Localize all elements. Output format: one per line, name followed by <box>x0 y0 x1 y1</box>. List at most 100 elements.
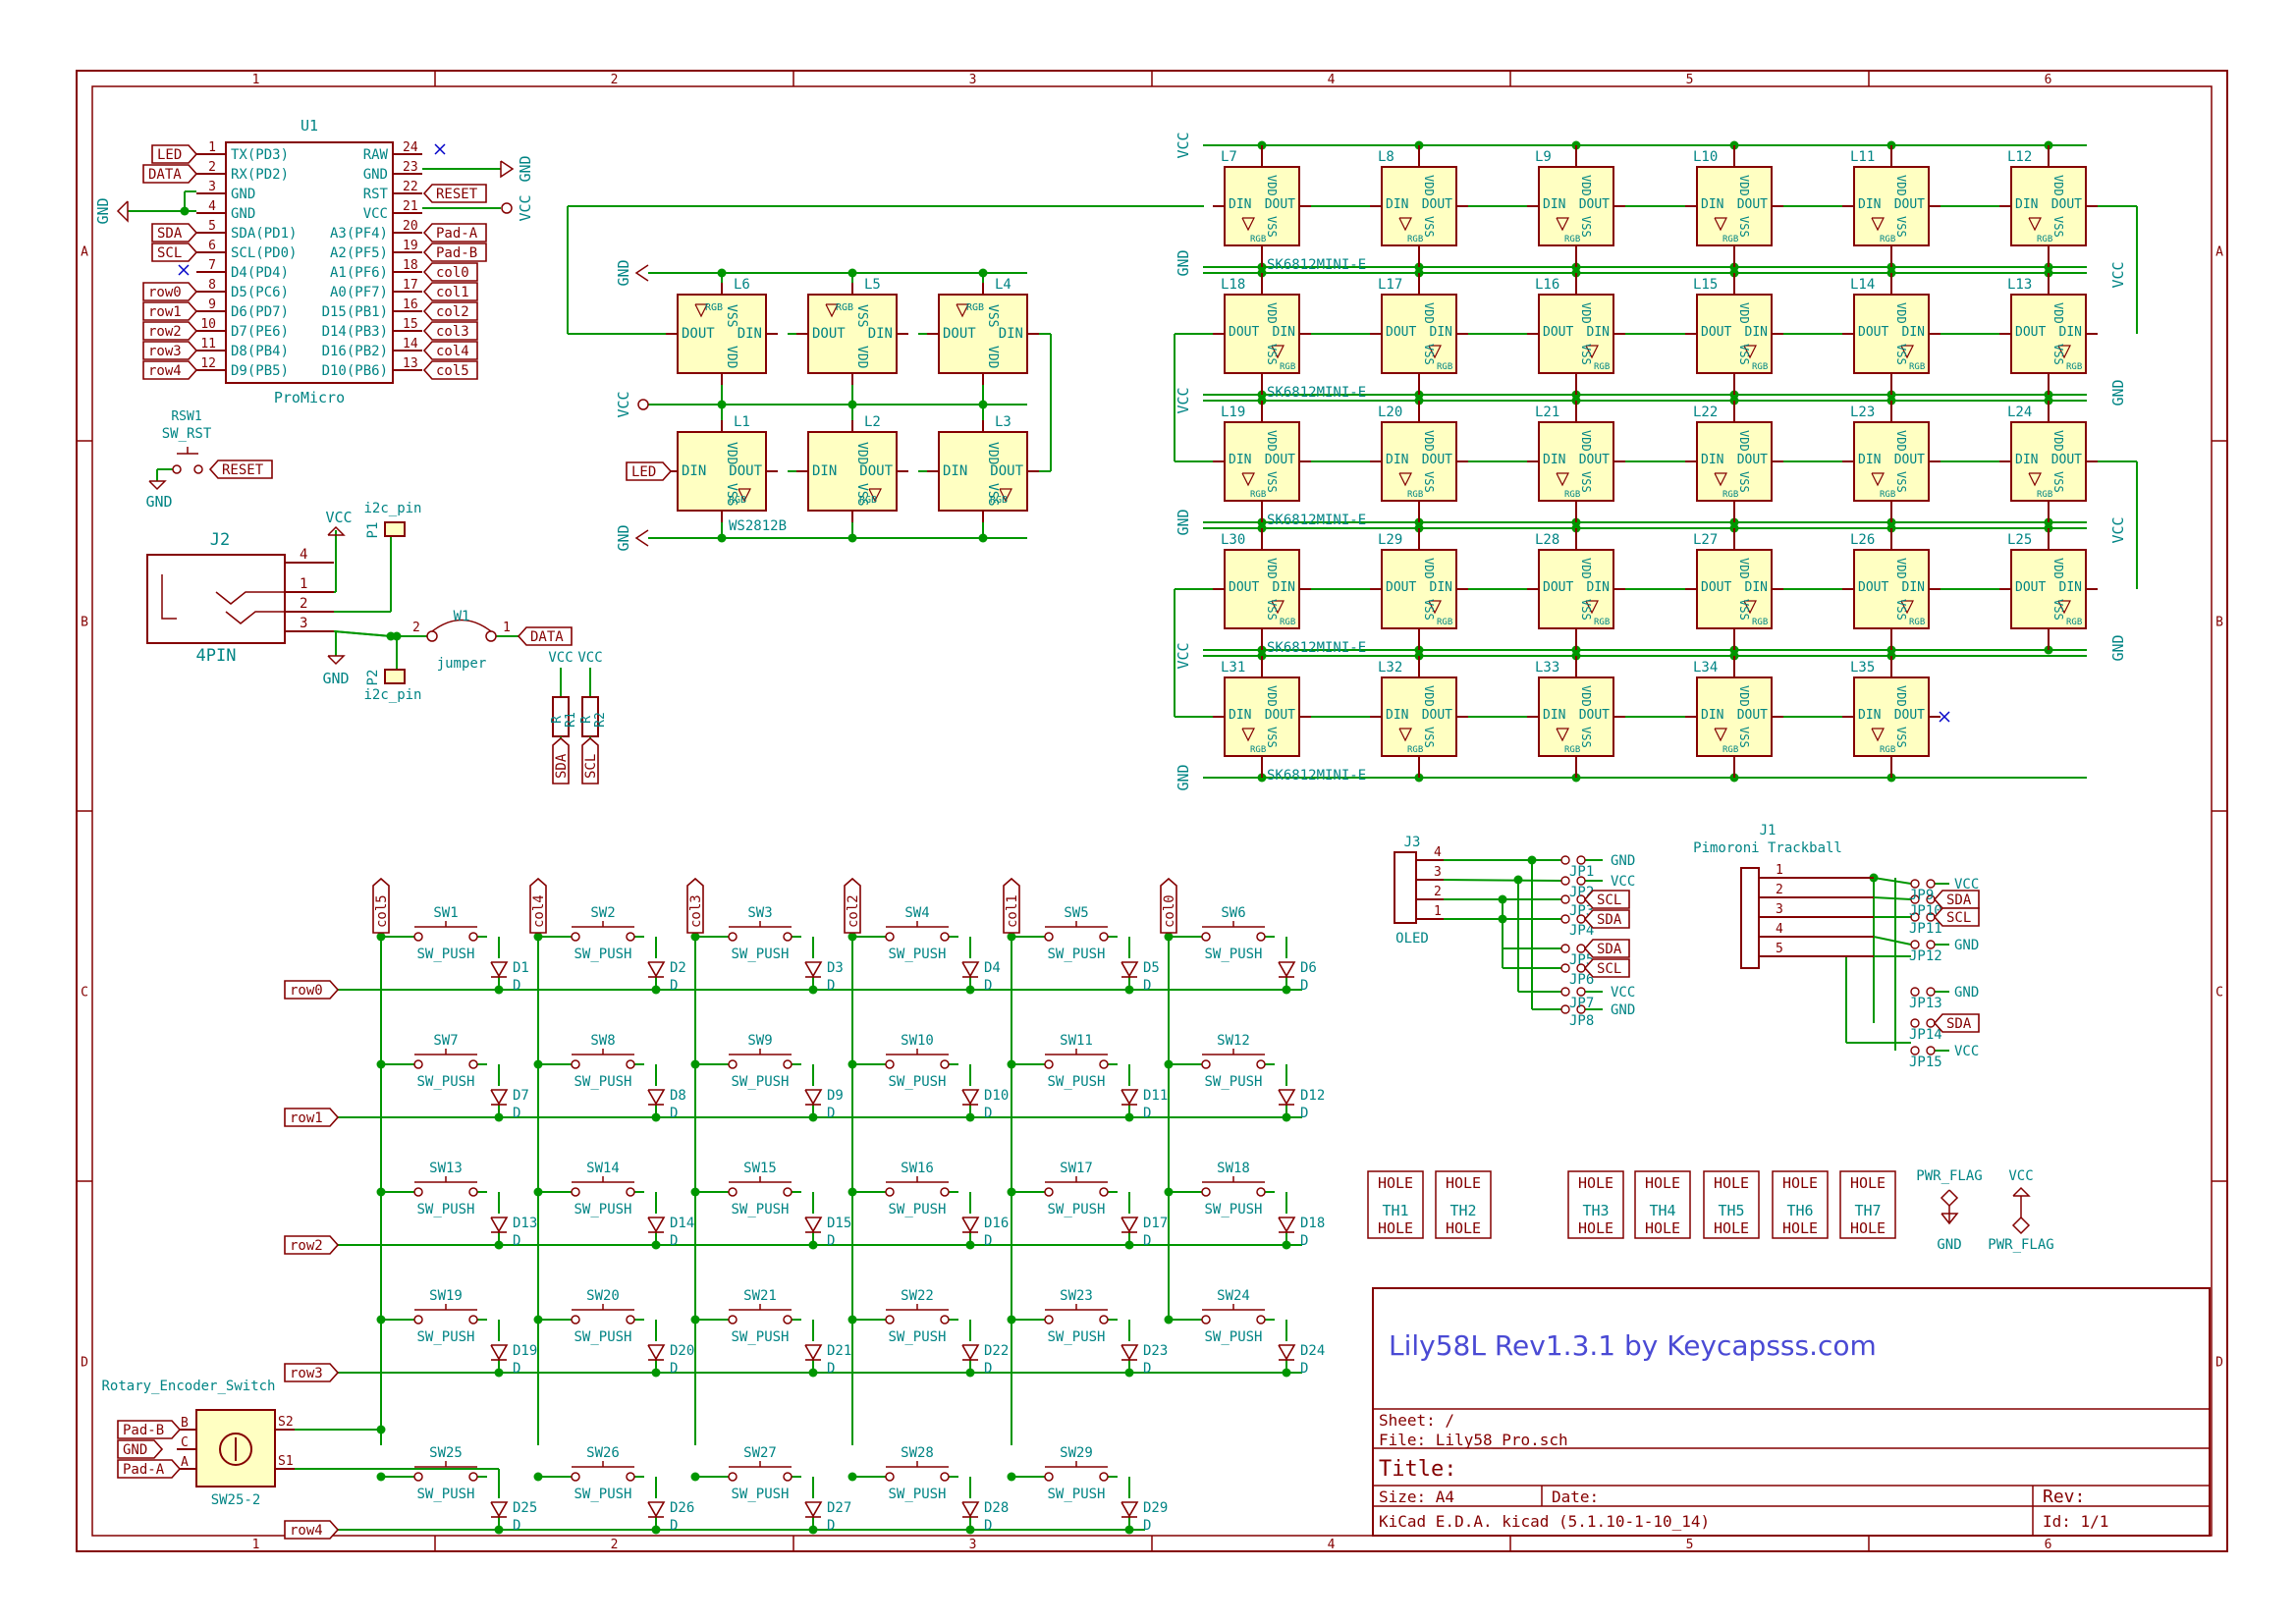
trackball-value: Pimoroni Trackball <box>1693 840 1842 856</box>
led-pin-name: DOUT <box>1858 325 1888 340</box>
border-column-label: 5 <box>1686 73 1694 87</box>
title-tool: KiCad E.D.A. kicad (5.1.10-1-10_14) <box>1379 1512 1710 1531</box>
sk-led-body <box>1381 166 1457 246</box>
switch-contact <box>468 932 478 942</box>
title-block-frame <box>1372 1287 2211 1537</box>
switch-contact <box>1099 932 1109 942</box>
encoder-pin-name: C <box>181 1435 189 1450</box>
switch-contact <box>468 1472 478 1482</box>
matrix-col-col5 <box>372 877 390 934</box>
diode-ref: D27 <box>827 1500 851 1516</box>
switch-contact <box>1256 1315 1266 1325</box>
switch-contact <box>626 1059 635 1069</box>
led-pin-name: DOUT <box>1422 453 1452 467</box>
encoder-pin-name: S2 <box>278 1415 294 1430</box>
led-pin-name: VDD <box>724 442 738 465</box>
title-sheet: Sheet: / <box>1379 1411 1454 1430</box>
gnd-label: GND <box>615 524 632 551</box>
no-connect <box>434 143 446 155</box>
led-rgb: RGB <box>1752 618 1768 627</box>
diode-ref: D22 <box>984 1343 1009 1359</box>
net-label-text: col3 <box>688 894 704 928</box>
led-pin-name: DIN <box>999 326 1023 342</box>
led-ref: L33 <box>1535 660 1559 676</box>
pin-name: A3(PF4) <box>330 226 388 242</box>
jumper-pad <box>1910 1018 1920 1028</box>
switch-contact <box>626 1315 635 1325</box>
led-pin-name: DOUT <box>1265 197 1295 212</box>
hole-ref: TH6 <box>1786 1202 1813 1219</box>
switch-contact <box>413 1059 423 1069</box>
border-column-label: 3 <box>969 1538 977 1552</box>
junction-dot <box>847 1315 857 1325</box>
diode-ref: D10 <box>984 1088 1009 1104</box>
jumper-contact <box>426 630 438 642</box>
pin-name: TX(PD3) <box>231 147 289 163</box>
led-ref: L12 <box>2007 149 2032 165</box>
gnd-symbol <box>327 655 346 666</box>
led-pin-name: VDD <box>1265 685 1279 707</box>
junction-dot <box>808 1112 818 1122</box>
pin-number: 7 <box>208 258 216 273</box>
diode-body <box>804 1501 823 1518</box>
pin-number: 2 <box>208 160 216 175</box>
oled-jumper-ref: JP4 <box>1569 923 1594 939</box>
promicro-net-row4 <box>142 360 198 380</box>
pin-number: 2 <box>1434 885 1442 899</box>
led-pin-name: DOUT <box>1422 708 1452 723</box>
pin-number: 22 <box>403 180 418 194</box>
ws-led-top <box>807 294 898 374</box>
oled-connector <box>1394 851 1417 924</box>
led-icon <box>1871 472 1885 487</box>
border-row-label: B <box>2215 616 2223 630</box>
i2c-value: i2c_pin <box>363 687 421 703</box>
led-rgb: RGB <box>1564 490 1580 500</box>
led-pin-name: DIN <box>1701 197 1723 212</box>
led-icon <box>1871 728 1885 742</box>
sk-led-body <box>1696 549 1773 629</box>
led-pin-name: DOUT <box>2015 580 2046 595</box>
led-ref: L31 <box>1221 660 1245 676</box>
net-label-text: row3 <box>290 1366 323 1381</box>
led-rgb: RGB <box>1280 618 1295 627</box>
led-pin-name: DIN <box>1745 325 1768 340</box>
net-label-text: row1 <box>148 304 182 320</box>
led-icon <box>738 488 751 503</box>
junction-dot <box>978 268 988 278</box>
i2c-pad-p1 <box>384 521 406 537</box>
mounting-hole <box>1435 1170 1492 1239</box>
promicro-net-col4 <box>422 341 478 360</box>
led-rgb: RGB <box>1437 362 1452 372</box>
led-icon <box>1714 217 1727 232</box>
border-row-label: D <box>81 1356 88 1371</box>
hole-value: HOLE <box>1578 1174 1613 1192</box>
switch-value: SW_PUSH <box>731 1487 789 1502</box>
promicro-value: ProMicro <box>274 389 345 406</box>
switch-ref: SW11 <box>1060 1033 1093 1049</box>
led-pin-name: DIN <box>1273 325 1295 340</box>
trackball-jumper-ref: JP15 <box>1909 1055 1942 1070</box>
pin-number: 1 <box>1776 863 1783 878</box>
promicro-net-LED <box>151 144 198 164</box>
pin-number: 12 <box>200 356 216 371</box>
diode-ref: D20 <box>670 1343 694 1359</box>
switch-contact <box>1099 1187 1109 1197</box>
net-label-text: col4 <box>531 894 547 928</box>
jumper-net <box>517 626 573 646</box>
switch-ref: SW12 <box>1217 1033 1250 1049</box>
net-label-text: col1 <box>436 285 469 300</box>
led-pin-name: DIN <box>1430 325 1452 340</box>
led-rgb: RGB <box>1407 490 1423 500</box>
pin-number: 11 <box>200 337 216 352</box>
junction-dot <box>1164 1315 1174 1325</box>
switch-ref: SW17 <box>1060 1161 1093 1176</box>
led-pin-name: DIN <box>1229 197 1251 212</box>
led-rgb: RGB <box>2066 618 2082 627</box>
led-ref: L20 <box>1378 405 1402 420</box>
diode-value: D <box>1300 1106 1308 1121</box>
led-icon <box>1398 217 1412 232</box>
junction-dot <box>717 533 727 543</box>
trackball-net-text: VCC <box>1954 877 1979 893</box>
encoder-net-Pad-B <box>117 1420 182 1439</box>
title-file: File: Lily58_Pro.sch <box>1379 1431 1568 1449</box>
